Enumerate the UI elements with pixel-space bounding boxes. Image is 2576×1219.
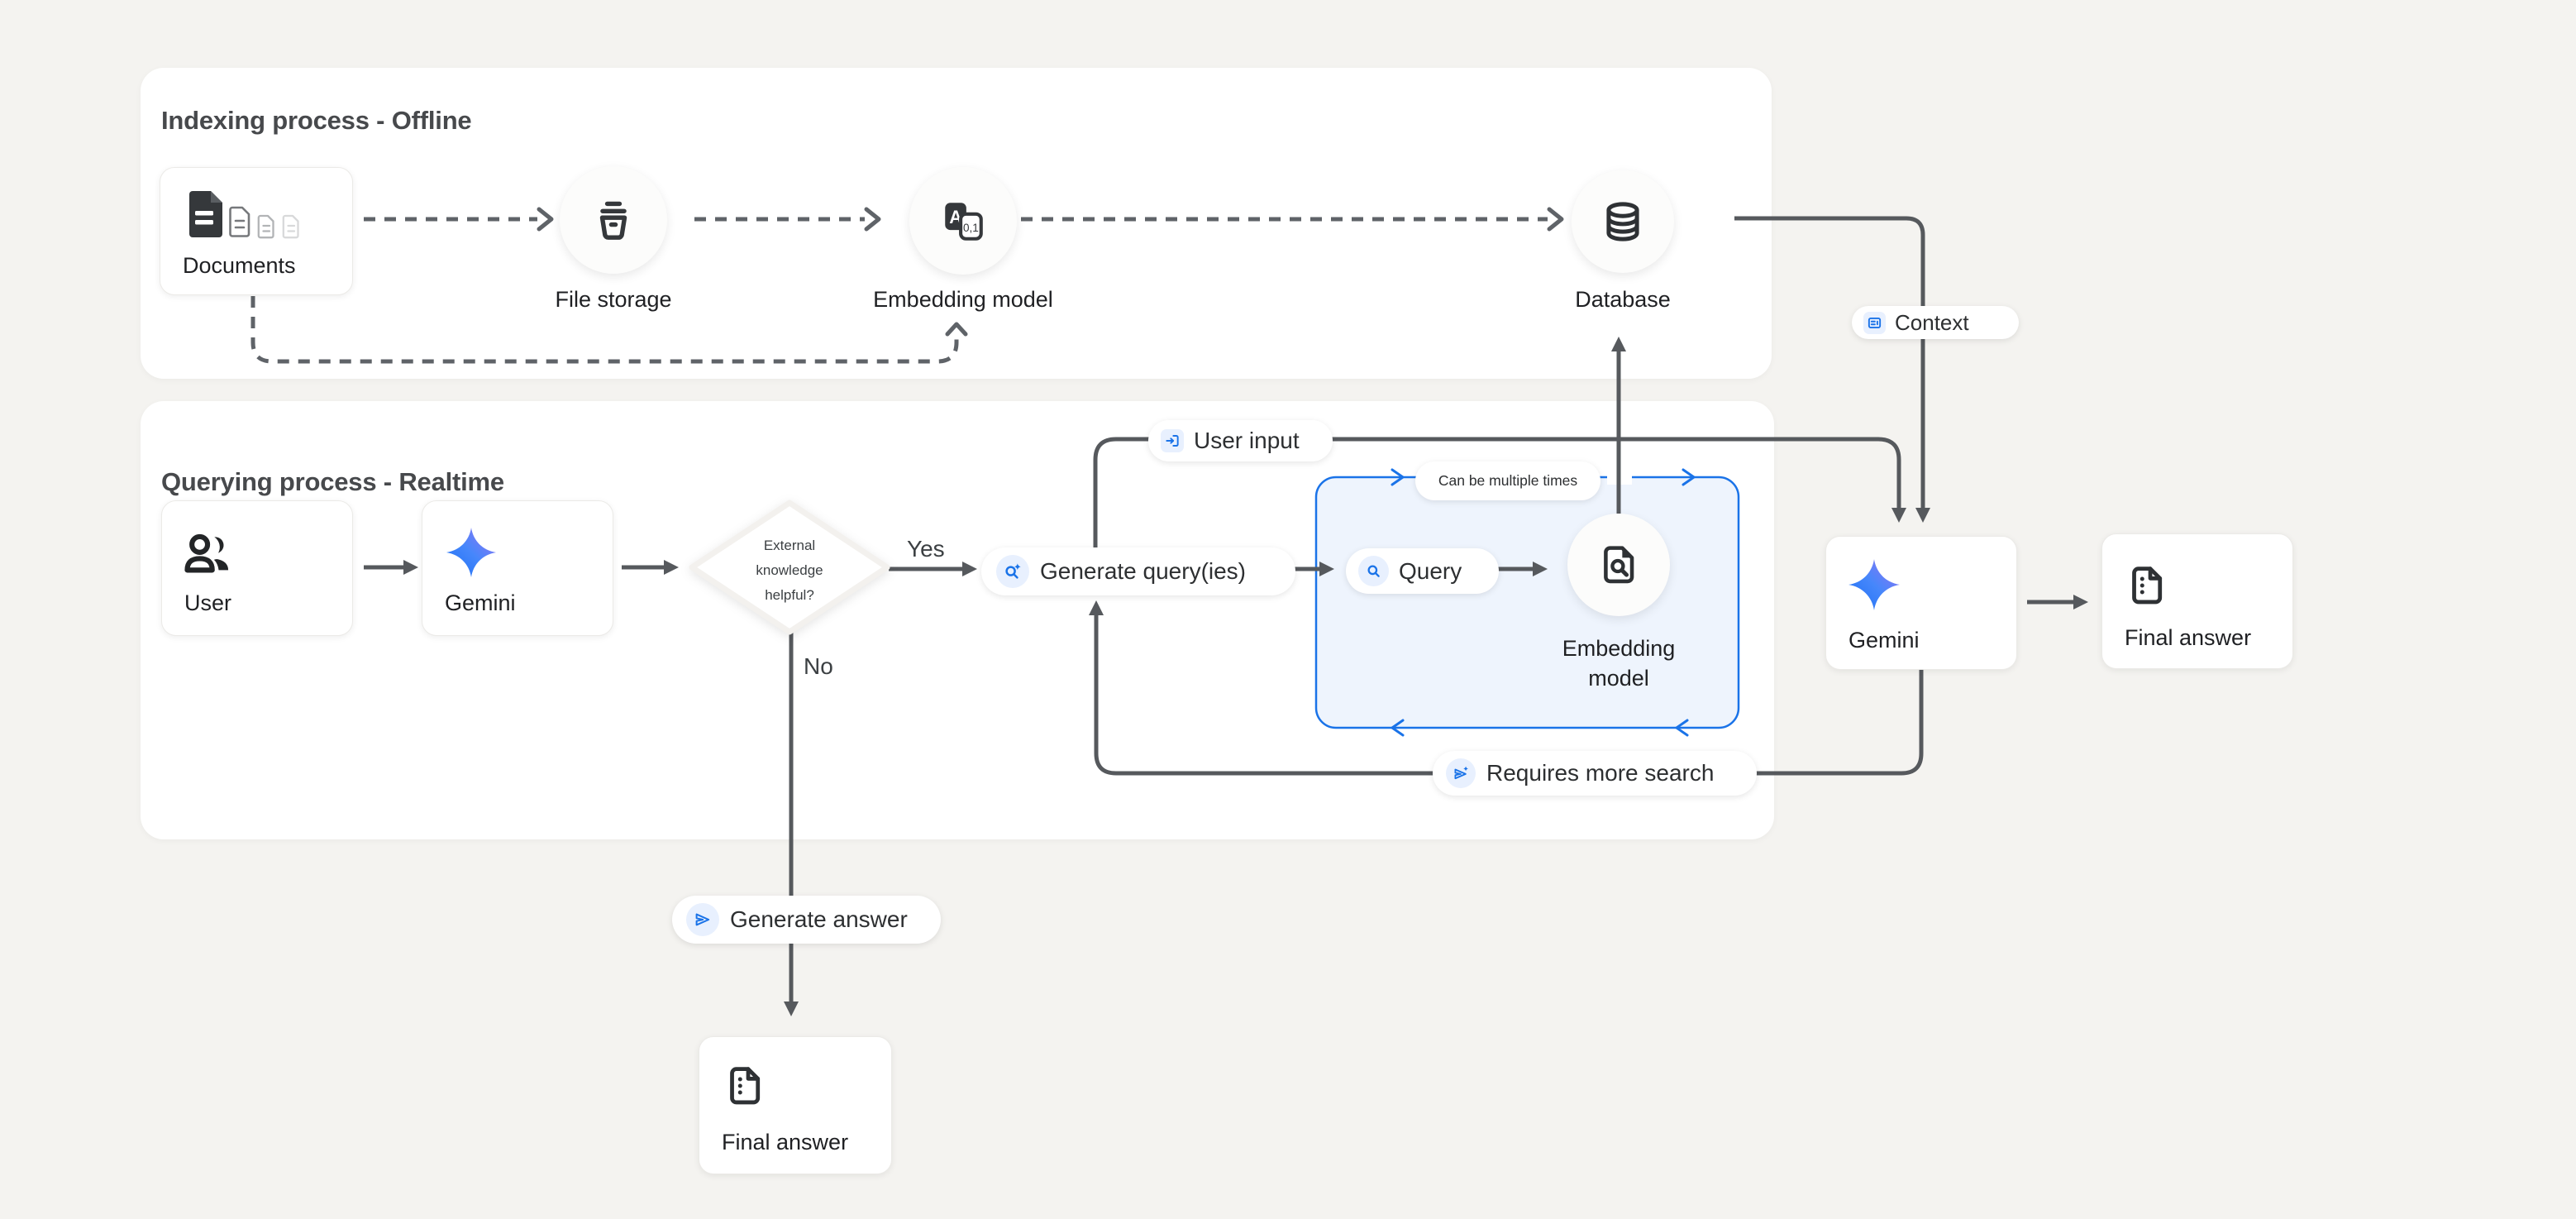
loop-direction-arrow-icons xyxy=(1391,468,1696,737)
file-search-icon xyxy=(1604,546,1634,584)
documents-label: Documents xyxy=(183,253,296,278)
querying-panel-title: Querying process - Realtime xyxy=(161,467,504,496)
gemini-star-icon xyxy=(446,528,496,577)
embedding-model-icon: A 0,1 xyxy=(945,203,983,241)
svg-text:0,1: 0,1 xyxy=(963,222,979,234)
solid-arrowheads xyxy=(403,337,2088,1016)
solid-connectors xyxy=(364,216,2075,1003)
user-input-icon xyxy=(1161,429,1184,452)
file-storage-node xyxy=(560,166,667,274)
documents-stack-icon xyxy=(189,191,299,239)
final-answer-doc-icon xyxy=(730,1067,761,1105)
query-icon xyxy=(1358,556,1389,586)
user-people-icon xyxy=(184,533,229,573)
query-pill-label: Query xyxy=(1399,557,1462,584)
indexing-panel-title: Indexing process - Offline xyxy=(161,106,472,135)
context-pill: Context xyxy=(1852,306,2019,339)
user-label: User xyxy=(184,590,232,615)
final-answer-right-label: Final answer xyxy=(2125,625,2252,650)
dashed-arrowheads xyxy=(537,207,1564,337)
generate-queries-pill: Generate query(ies) xyxy=(981,547,1295,595)
file-storage-label: File storage xyxy=(555,287,672,312)
generate-queries-icon xyxy=(996,555,1029,588)
requires-more-icon xyxy=(1446,758,1476,788)
embedding-query-label: Embedding model xyxy=(1562,636,1676,691)
embedding-offline-label: Embedding model xyxy=(873,287,1053,312)
final-answer-bottom-label: Final answer xyxy=(722,1130,849,1154)
gemini-answer-label: Gemini xyxy=(1849,628,1920,653)
requires-more-pill: Requires more search xyxy=(1433,751,1757,796)
context-icon xyxy=(1863,311,1886,334)
generate-answer-pill: Generate answer xyxy=(672,896,941,944)
gemini-query-card: Gemini xyxy=(422,500,613,636)
dashed-connectors xyxy=(250,217,1548,364)
can-multiple-label: Can be multiple times xyxy=(1438,472,1578,489)
database-label: Database xyxy=(1575,287,1671,312)
final-answer-right-card: Final answer xyxy=(2101,533,2293,669)
can-multiple-pill: Can be multiple times xyxy=(1415,461,1600,500)
database-node xyxy=(1572,170,1674,273)
database-icon xyxy=(1606,202,1639,241)
final-answer-doc-icon xyxy=(2132,566,2163,605)
final-answer-bottom-card: Final answer xyxy=(699,1036,892,1174)
generate-queries-label: Generate query(ies) xyxy=(1040,558,1247,584)
file-storage-bucket-icon xyxy=(599,201,627,240)
no-label: No xyxy=(804,653,833,679)
embedding-offline-node: A 0,1 xyxy=(909,167,1017,275)
embedding-query-node xyxy=(1567,514,1670,616)
decision-text: External knowledge helpful? xyxy=(756,538,823,603)
gemini-answer-card: Gemini xyxy=(1825,536,2017,670)
user-input-label: User input xyxy=(1194,428,1300,453)
user-card: User xyxy=(161,500,353,636)
context-pill-label: Context xyxy=(1895,309,1969,335)
gemini-star-icon xyxy=(1849,559,1900,610)
decision-diamond xyxy=(689,500,890,635)
yes-label: Yes xyxy=(907,536,945,562)
generate-answer-icon xyxy=(686,903,719,936)
gemini-query-label: Gemini xyxy=(445,590,516,615)
documents-card: Documents xyxy=(160,167,353,295)
generate-answer-label: Generate answer xyxy=(730,906,908,932)
user-input-pill: User input xyxy=(1148,420,1333,461)
requires-more-label: Requires more search xyxy=(1486,760,1715,786)
query-pill: Query xyxy=(1346,548,1499,594)
